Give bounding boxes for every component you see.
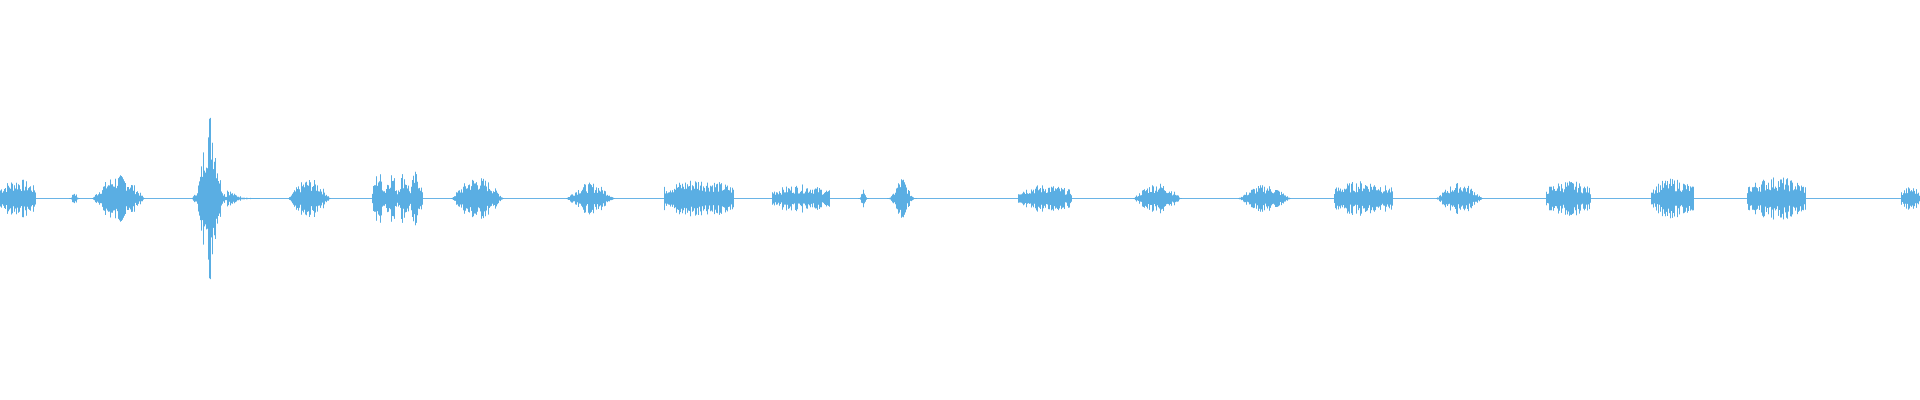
waveform-segment-20: [1747, 177, 1806, 220]
waveform-segment-2: [92, 175, 145, 222]
waveform-peaks: [0, 117, 1920, 280]
waveform-segment-8: [566, 182, 615, 215]
waveform-segment-11: [858, 189, 869, 208]
waveform-segment-0: [0, 179, 36, 218]
waveform-segment-18: [1546, 181, 1591, 216]
waveform-segment-6: [372, 171, 423, 226]
waveform-segment-1: [69, 193, 80, 204]
waveform-segment-12: [887, 179, 917, 218]
waveform-segment-5: [288, 180, 331, 217]
waveform-segment-16: [1334, 181, 1393, 216]
waveform-segment-7: [451, 178, 504, 219]
waveform-segment-13: [1018, 185, 1072, 212]
waveform-segment-17: [1436, 183, 1483, 214]
waveform-segment-21: [1901, 187, 1920, 210]
waveform-segment-15: [1238, 185, 1291, 212]
waveform-segment-19: [1651, 178, 1694, 219]
waveform-segment-4: [227, 190, 260, 207]
waveform-segment-9: [664, 180, 734, 217]
waveform-segment-14: [1133, 183, 1182, 214]
waveform-segment-10: [772, 184, 830, 213]
waveform-segment-3: [192, 117, 228, 280]
